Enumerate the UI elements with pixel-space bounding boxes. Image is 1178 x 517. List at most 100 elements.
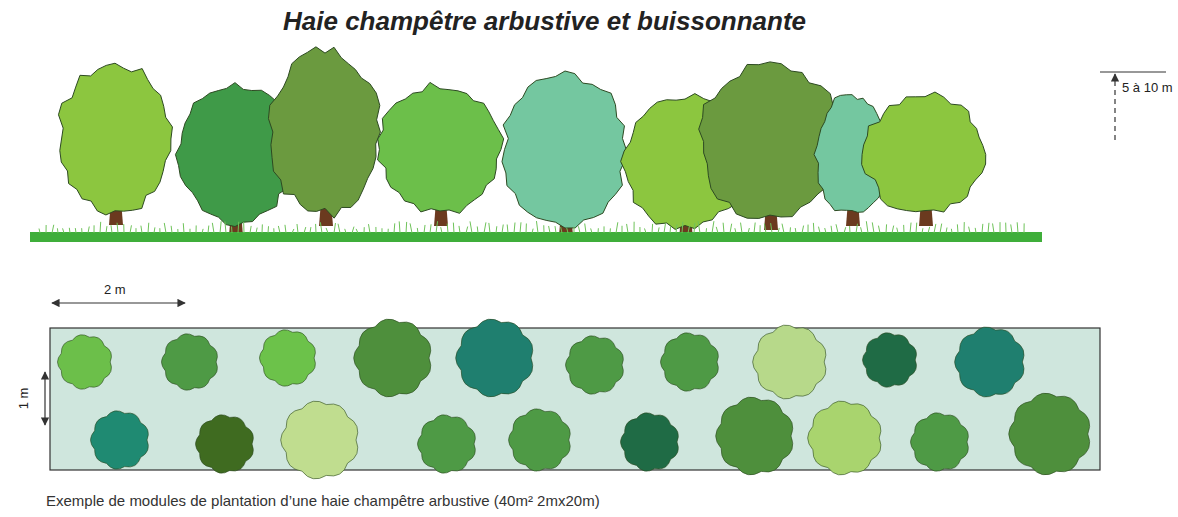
- grass-blade: [639, 227, 640, 233]
- height-mark: [1100, 71, 1166, 72]
- grass-blade: [394, 223, 396, 233]
- grass-blade: [957, 224, 959, 233]
- grass-blade: [208, 226, 210, 233]
- grass-blade: [326, 228, 328, 233]
- elevation-view: [58, 47, 985, 240]
- grass-blade: [831, 226, 833, 233]
- grass-blade: [716, 227, 718, 233]
- grass-blade: [148, 223, 150, 233]
- grass-blade: [706, 228, 708, 233]
- grass-blade: [813, 223, 815, 233]
- grass-blade: [964, 222, 965, 233]
- grass-blade: [670, 226, 672, 233]
- grass-blade: [484, 222, 486, 233]
- grass-blade: [591, 228, 592, 233]
- grass-blade: [273, 228, 274, 233]
- grass-blade: [622, 226, 623, 233]
- grass-blade: [94, 225, 95, 233]
- grass-blade: [825, 228, 826, 233]
- grass-blade: [297, 224, 298, 233]
- grass-blade: [536, 221, 538, 233]
- grass-blade: [578, 226, 580, 233]
- grass-blade: [183, 223, 185, 233]
- grass-blade: [46, 225, 47, 233]
- shrub-top: [259, 330, 315, 386]
- grass-blade: [220, 221, 221, 233]
- grass-blade: [375, 227, 376, 233]
- grass-blade: [514, 223, 515, 233]
- shrub-top: [661, 333, 719, 391]
- grass-blade: [878, 226, 880, 233]
- grass-blade: [430, 224, 431, 233]
- grass-blade: [993, 223, 994, 233]
- grass-blade: [940, 224, 942, 233]
- dimension-label: 2 m: [104, 282, 126, 297]
- grass-blade: [903, 225, 904, 233]
- grass-blade: [849, 226, 850, 233]
- grass-blade: [171, 226, 173, 233]
- grass-blade: [723, 223, 725, 233]
- grass-blade: [573, 227, 574, 233]
- grass-blade: [292, 229, 294, 233]
- grass-blade: [106, 226, 108, 233]
- grass-blade: [897, 228, 898, 233]
- width-arrow: [52, 302, 185, 303]
- grass-blade: [159, 228, 160, 233]
- grass-blade: [189, 229, 190, 233]
- grass-blade: [698, 221, 700, 233]
- grass-blade: [567, 228, 568, 233]
- shrub-top: [354, 319, 431, 397]
- grass-blade: [52, 225, 54, 233]
- height-arrow: [1114, 74, 1115, 140]
- grass-blade: [543, 225, 544, 233]
- grass-blade: [141, 226, 142, 233]
- grass-blade: [658, 227, 659, 233]
- grass-blade: [57, 228, 59, 233]
- grass-blade: [69, 228, 71, 233]
- grass-blade: [644, 228, 646, 233]
- grass-blade: [196, 225, 197, 233]
- grass-blade: [532, 229, 533, 233]
- grass-blade: [561, 227, 562, 233]
- grass-blade: [916, 223, 918, 233]
- grass-blade: [459, 226, 460, 233]
- grass-blade: [202, 229, 203, 233]
- grass-blade: [520, 222, 522, 233]
- shrub-top: [509, 409, 571, 471]
- grass-blade: [250, 226, 251, 233]
- grass-blade: [135, 228, 136, 233]
- grass-blade: [808, 225, 809, 233]
- shrub-top: [196, 415, 254, 473]
- grass-blade: [310, 227, 312, 233]
- grass-blade: [861, 227, 862, 233]
- grass-blade: [63, 228, 64, 233]
- grass-blade: [748, 228, 749, 233]
- grass-blade: [417, 228, 419, 233]
- grass-blade: [735, 228, 736, 233]
- grass-blade: [872, 222, 874, 233]
- grass-blade: [844, 227, 846, 233]
- shrub-top: [753, 325, 826, 399]
- grass-blade: [555, 226, 557, 233]
- grass-blade: [315, 224, 316, 233]
- grass-blade: [598, 228, 599, 233]
- grass: [39, 221, 1024, 233]
- shrub-top: [621, 413, 679, 471]
- grass-blade: [111, 225, 113, 233]
- grass-blade: [910, 223, 911, 233]
- grass-blade: [585, 224, 586, 233]
- grass-blade: [892, 226, 894, 233]
- grass-blade: [225, 222, 226, 233]
- grass-blade: [320, 222, 322, 233]
- grass-blade: [627, 224, 628, 233]
- grass-blade: [447, 224, 449, 233]
- grass-blade: [352, 227, 354, 233]
- grass-blade: [381, 228, 382, 233]
- shrub-top: [911, 413, 969, 471]
- grass-blade: [441, 227, 442, 233]
- grass-blade: [922, 228, 924, 233]
- grass-blade: [88, 227, 89, 233]
- grass-blade: [39, 229, 41, 233]
- grass-blade: [368, 224, 370, 233]
